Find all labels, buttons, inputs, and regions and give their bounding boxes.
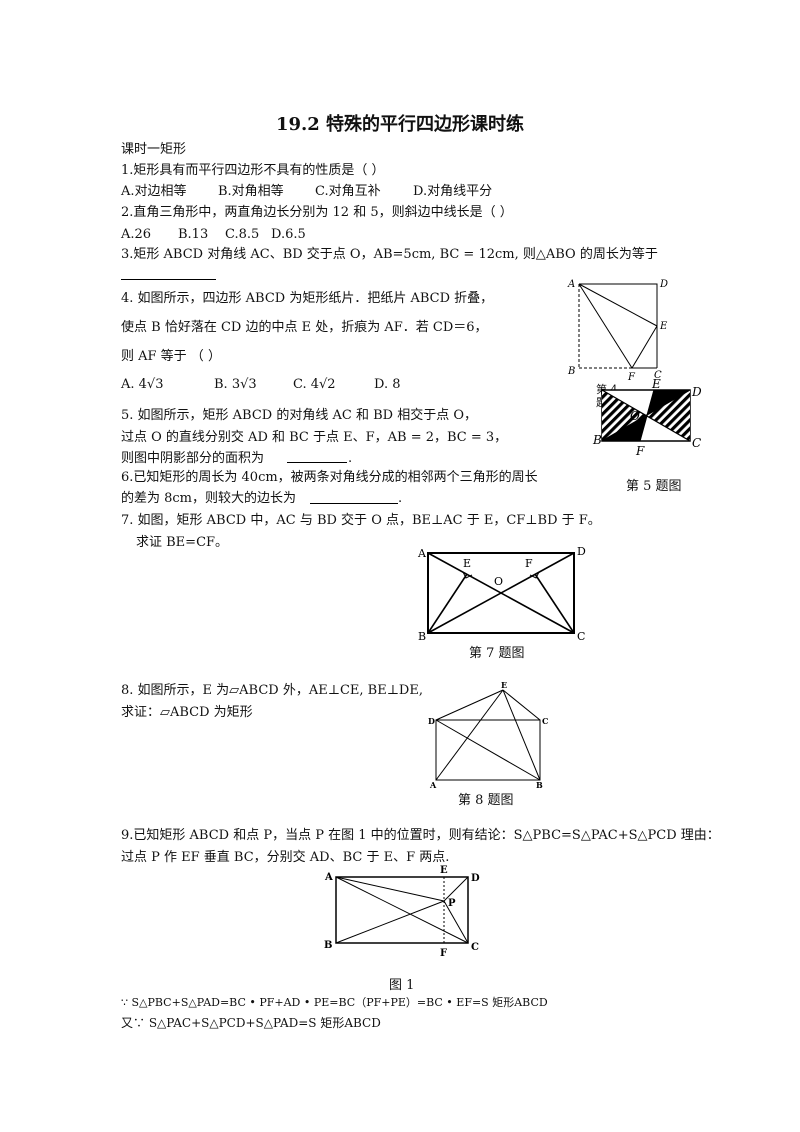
q7-label-d: D [577, 545, 586, 558]
q5-caption: 第 5 题图 [626, 479, 682, 494]
q4-label-d: D [659, 279, 668, 290]
q5-figure: E D O B C F [592, 377, 702, 458]
q2-option-b: B.13 [178, 227, 209, 242]
q7-caption: 第 7 题图 [469, 646, 525, 661]
q9-label-e: E [440, 865, 448, 876]
q4-line1: 4. 如图所示，四边形 ABCD 为矩形纸片．把纸片 ABCD 折叠， [121, 291, 494, 306]
q3-text: 3.矩形 ABCD 对角线 AC、BD 交于点 O，AB=5cm, BC = 1… [121, 247, 658, 262]
q1-option-c: C.对角互补 [315, 184, 381, 199]
q7-label-a: A [417, 547, 427, 560]
q9-caption: 图 1 [389, 978, 415, 993]
proof-line1: ∵ S△PBC+S△PAD=BC • PF+AD • PE=BC（PF+PE）=… [121, 996, 548, 1009]
q8-label-b: B [536, 780, 543, 790]
q2-option-a: A.26 [121, 227, 152, 242]
q5-label-c: C [692, 436, 701, 450]
q5-line3: 则图中阴影部分的面积为 [121, 451, 265, 466]
q9-label-a: A [324, 872, 333, 883]
q2-option-d: D.6.5 [271, 227, 306, 242]
q9-figure: A E D P B F C [324, 865, 480, 959]
q1-option-a: A.对边相等 [121, 184, 187, 199]
q4-figure: A D E B F C [567, 279, 668, 383]
q4-label-a: A [567, 279, 575, 290]
section-heading: 课时一矩形 [121, 142, 187, 157]
q2-text: 2.直角三角形中，两直角边长分别为 12 和 5，则斜边中线长是（ ） [121, 205, 513, 220]
q8-label-a: A [429, 780, 437, 790]
page-title: 19.2 特殊的平行四边形课时练 [275, 114, 525, 135]
q1-option-b: B.对角相等 [218, 184, 284, 199]
q4-label-e: E [659, 321, 668, 332]
q4-option-c: C. 4√2 [293, 377, 336, 392]
q9-label-c: C [471, 942, 479, 953]
q7-label-f: F [525, 557, 533, 570]
q4-option-b: B. 3√3 [214, 377, 257, 392]
q7-figure: A D E O F B C [417, 545, 586, 643]
q7-label-b: B [418, 630, 426, 643]
q7-line1: 7. 如图，矩形 ABCD 中，AC 与 BD 交于 O 点，BE⊥AC 于 E… [121, 513, 601, 528]
q5-line1: 5. 如图所示，矩形 ABCD 的对角线 AC 和 BD 相交于点 O， [121, 408, 477, 423]
q9-line2: 过点 P 作 EF 垂直 BC，分别交 AD、BC 于 E、F 两点. [121, 850, 450, 865]
q5-label-b: B [592, 433, 602, 447]
q7-label-o: O [494, 575, 503, 588]
q4-label-c: C [654, 370, 662, 381]
q4-line2: 使点 B 恰好落在 CD 边的中点 E 处，折痕为 AF．若 CD＝6， [121, 320, 488, 335]
proof-line2: 又∵ S△PAC+S△PCD+S△PAD=S 矩形ABCD [121, 1016, 381, 1030]
q1-text: 1.矩形具有而平行四边形不具有的性质是（ ） [121, 163, 385, 178]
q5-label-d: D [691, 385, 702, 399]
q8-label-c: C [542, 716, 548, 726]
q8-label-e: E [501, 680, 507, 690]
q5-label-f: F [635, 444, 645, 458]
q9-label-d: D [471, 873, 480, 884]
q9-label-b: B [324, 940, 332, 951]
q8-line1: 8. 如图所示，E 为▱ABCD 外，AE⊥CE, BE⊥DE, [121, 683, 423, 698]
q2-option-c: C.8.5 [225, 227, 260, 242]
q5-period: . [348, 451, 353, 466]
q5-label-e: E [651, 377, 661, 391]
q5-answer-blank [287, 462, 347, 463]
q8-label-d: D [428, 716, 435, 726]
q4-label-b: B [567, 366, 575, 377]
q5-line2: 过点 O 的直线分别交 AD 和 BC 于点 E、F，AB = 2，BC = 3… [121, 430, 508, 445]
q9-label-p: P [448, 898, 456, 909]
q7-label-e: E [463, 557, 471, 570]
q4-option-a: A. 4√3 [121, 377, 164, 392]
q4-label-f: F [627, 372, 636, 383]
q6-period: . [398, 491, 403, 506]
q8-caption: 第 8 题图 [458, 793, 514, 808]
q8-line2: 求证：▱ABCD 为矩形 [121, 705, 253, 720]
q4-option-d: D. 8 [374, 377, 401, 392]
q9-line1: 9.已知矩形 ABCD 和点 P，当点 P 在图 1 中的位置时，则有结论：S△… [121, 828, 720, 843]
q6-answer-blank [310, 503, 398, 504]
q6-line2: 的差为 8cm，则较大的边长为 [121, 491, 297, 506]
q7-line2: 求证 BE=CF。 [136, 535, 229, 550]
q4-line3: 则 AF 等于 （ ） [121, 349, 221, 364]
q1-option-d: D.对角线平分 [413, 184, 493, 199]
q3-answer-blank [121, 279, 216, 280]
q8-figure: E D C A B [428, 680, 548, 790]
q6-line1: 6.已知矩形的周长为 40cm，被两条对角线分成的相邻两个三角形的周长 [121, 470, 538, 485]
q5-label-o: O [630, 409, 640, 423]
q7-label-c: C [577, 630, 585, 643]
q9-label-f: F [440, 948, 447, 959]
